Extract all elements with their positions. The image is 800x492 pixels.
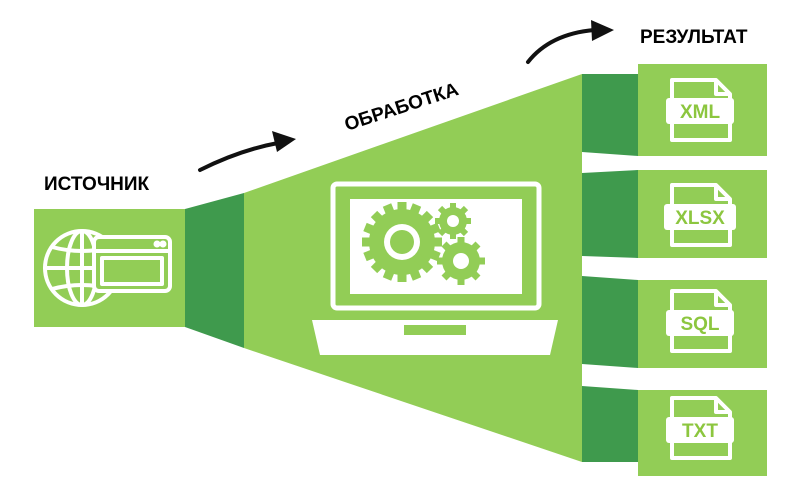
laptop-gears-icon: [312, 181, 558, 355]
output-format-label: SQL: [680, 314, 719, 335]
processing-stage: [244, 74, 582, 462]
result-stage: XML XLSX SQL: [582, 64, 767, 476]
output-row-txt: TXT: [638, 390, 767, 476]
output-format-label: XML: [680, 102, 721, 123]
arrow-to-result-icon: [526, 20, 614, 64]
source-connector: [185, 193, 244, 348]
output-format-label: XLSX: [675, 208, 725, 229]
output-row-sql: SQL: [638, 280, 767, 368]
result-label: РЕЗУЛЬТАТ: [640, 27, 748, 48]
arrow-to-processing-icon: [198, 131, 296, 172]
file-xml-icon: XML: [666, 78, 734, 142]
file-sql-icon: SQL: [666, 289, 734, 353]
output-row-xml: XML: [638, 64, 767, 156]
source-label: ИСТОЧНИК: [44, 174, 150, 195]
output-row-xlsx: XLSX: [638, 170, 767, 258]
file-xlsx-icon: XLSX: [664, 183, 736, 247]
source-stage: [34, 209, 185, 327]
file-txt-icon: TXT: [666, 396, 734, 460]
output-format-label: TXT: [682, 421, 718, 442]
globe-browser-icon: [43, 229, 172, 307]
